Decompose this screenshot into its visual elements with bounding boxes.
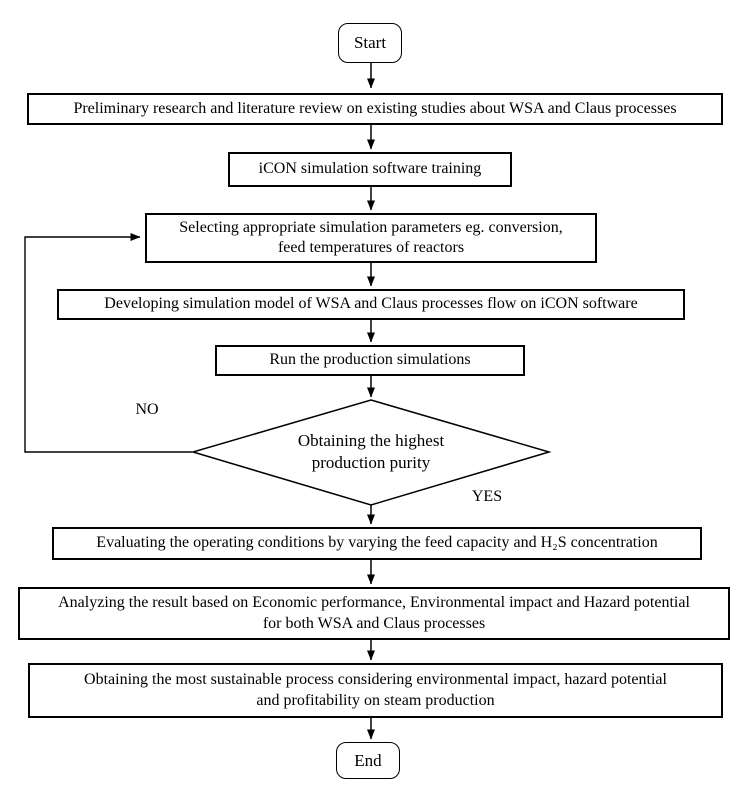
process-run: Run the production simulations [215,345,525,376]
decision-diamond [190,399,552,506]
end-node: End [336,742,400,779]
start-node: Start [338,23,402,63]
process-evaluating: Evaluating the operating conditions by v… [52,527,702,560]
process-research: Preliminary research and literature revi… [27,93,723,125]
no-loopback-arrow [24,233,192,453]
process-analyzing: Analyzing the result based on Economic p… [18,587,730,640]
edge-label-yes: YES [471,488,503,505]
process-parameters: Selecting appropriate simulation paramet… [145,213,597,263]
process-developing: Developing simulation model of WSA and C… [57,289,685,320]
edge-label-no: NO [135,401,159,418]
process-training: iCON simulation software training [228,152,512,187]
decision-label: Obtaining the highest production purity [297,430,445,472]
process-sustainable: Obtaining the most sustainable process c… [28,663,723,718]
